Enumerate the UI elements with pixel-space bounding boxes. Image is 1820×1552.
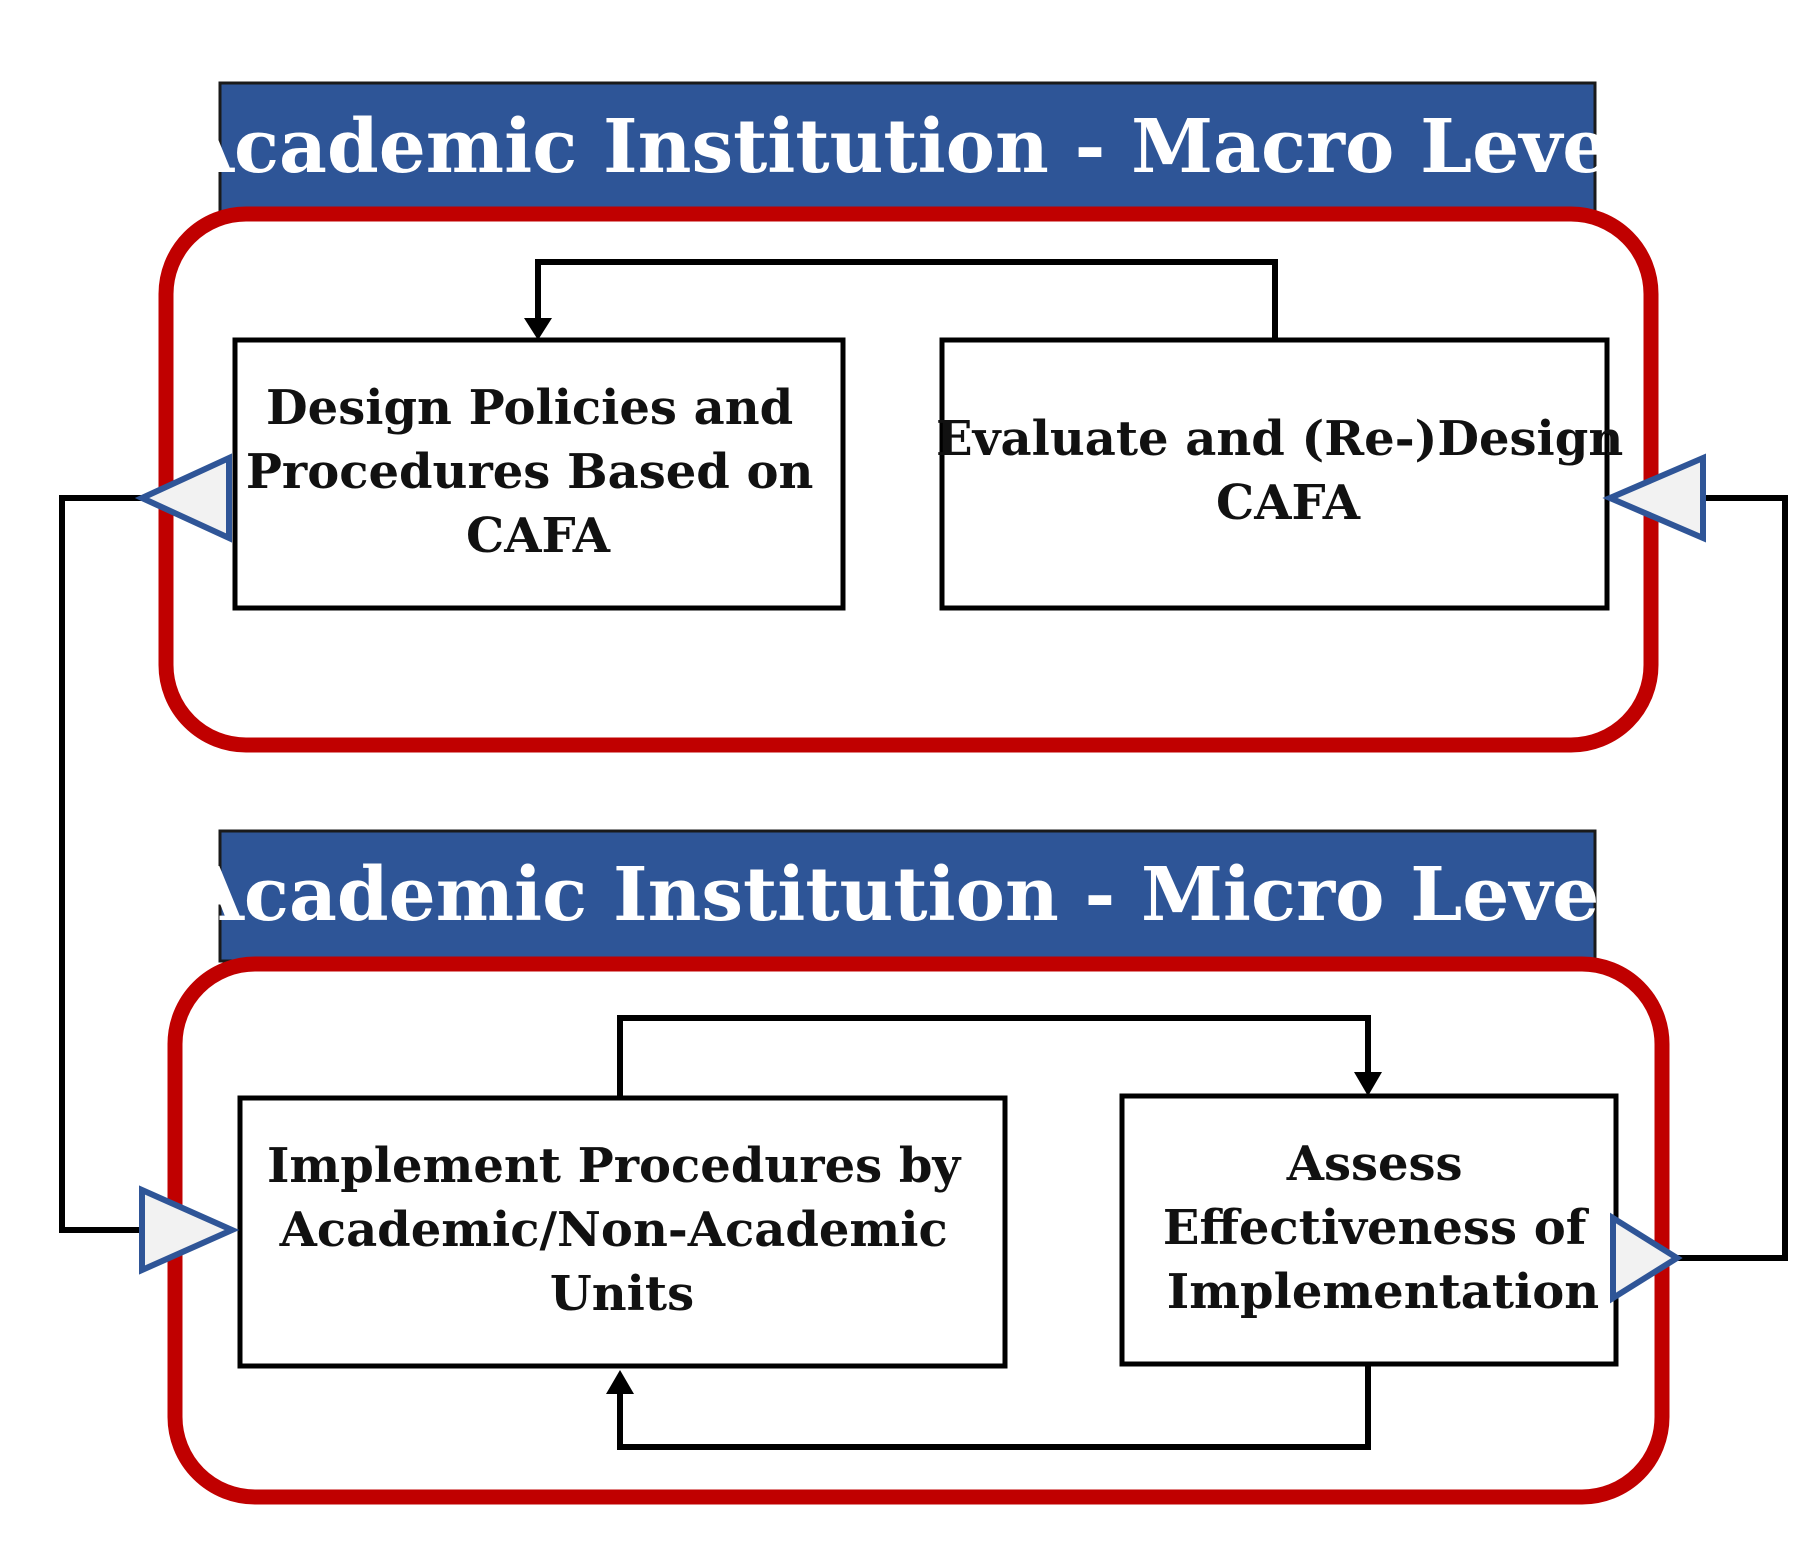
implement-procedures-line-2: Academic/Non-Academic [279,1202,948,1258]
micro-left-port-triangle [139,1185,240,1275]
micro-title-banner [218,829,1597,963]
implement-procedures-line-3: Units [550,1266,694,1322]
micro-bottom-arrowhead [606,1370,634,1394]
design-policies-line-1: Design Policies and [266,380,793,436]
assess-effectiveness-line-2: Effectiveness of [1163,1200,1590,1256]
macro-title: Academic Institution - Macro Level [176,104,1638,190]
macro-left-port-triangle [134,453,232,543]
macro-right-port-triangle [1602,453,1706,543]
micro-top-arrowhead [1354,1072,1382,1096]
assess-effectiveness-label: Assess Effectiveness of Implementation [1163,1136,1603,1320]
evaluate-redesign-line-2: CAFA [1216,475,1361,531]
right-feedback-line [1677,495,1788,1261]
evaluate-redesign-label: Evaluate and (Re-)Design CAFA [936,411,1640,531]
design-policies-line-2: Procedures Based on [246,444,814,500]
assess-effectiveness-line-3: Implementation [1167,1264,1599,1320]
implement-procedures-label: Implement Procedures by Academic/Non-Aca… [267,1138,977,1322]
assess-effectiveness-line-1: Assess [1286,1136,1463,1192]
design-policies-box [232,337,846,611]
design-policies-label: Design Policies and Procedures Based on … [246,380,830,564]
macro-title-banner [218,81,1597,217]
left-feedback-line [59,495,142,1233]
evaluate-redesign-line-1: Evaluate and (Re-)Design [936,411,1623,467]
implement-procedures-line-1: Implement Procedures by [267,1138,962,1194]
micro-right-port-triangle [1610,1212,1683,1304]
macro-loop-connector [535,259,1278,340]
design-policies-line-3: CAFA [466,508,611,564]
micro-top-connector [617,1015,1371,1098]
evaluate-redesign-box [939,337,1610,611]
micro-title: Academic Institution - Micro Level [185,852,1627,938]
implement-procedures-box [237,1095,1008,1369]
micro-bottom-connector [617,1364,1371,1450]
macro-loop-arrowhead [524,318,552,340]
